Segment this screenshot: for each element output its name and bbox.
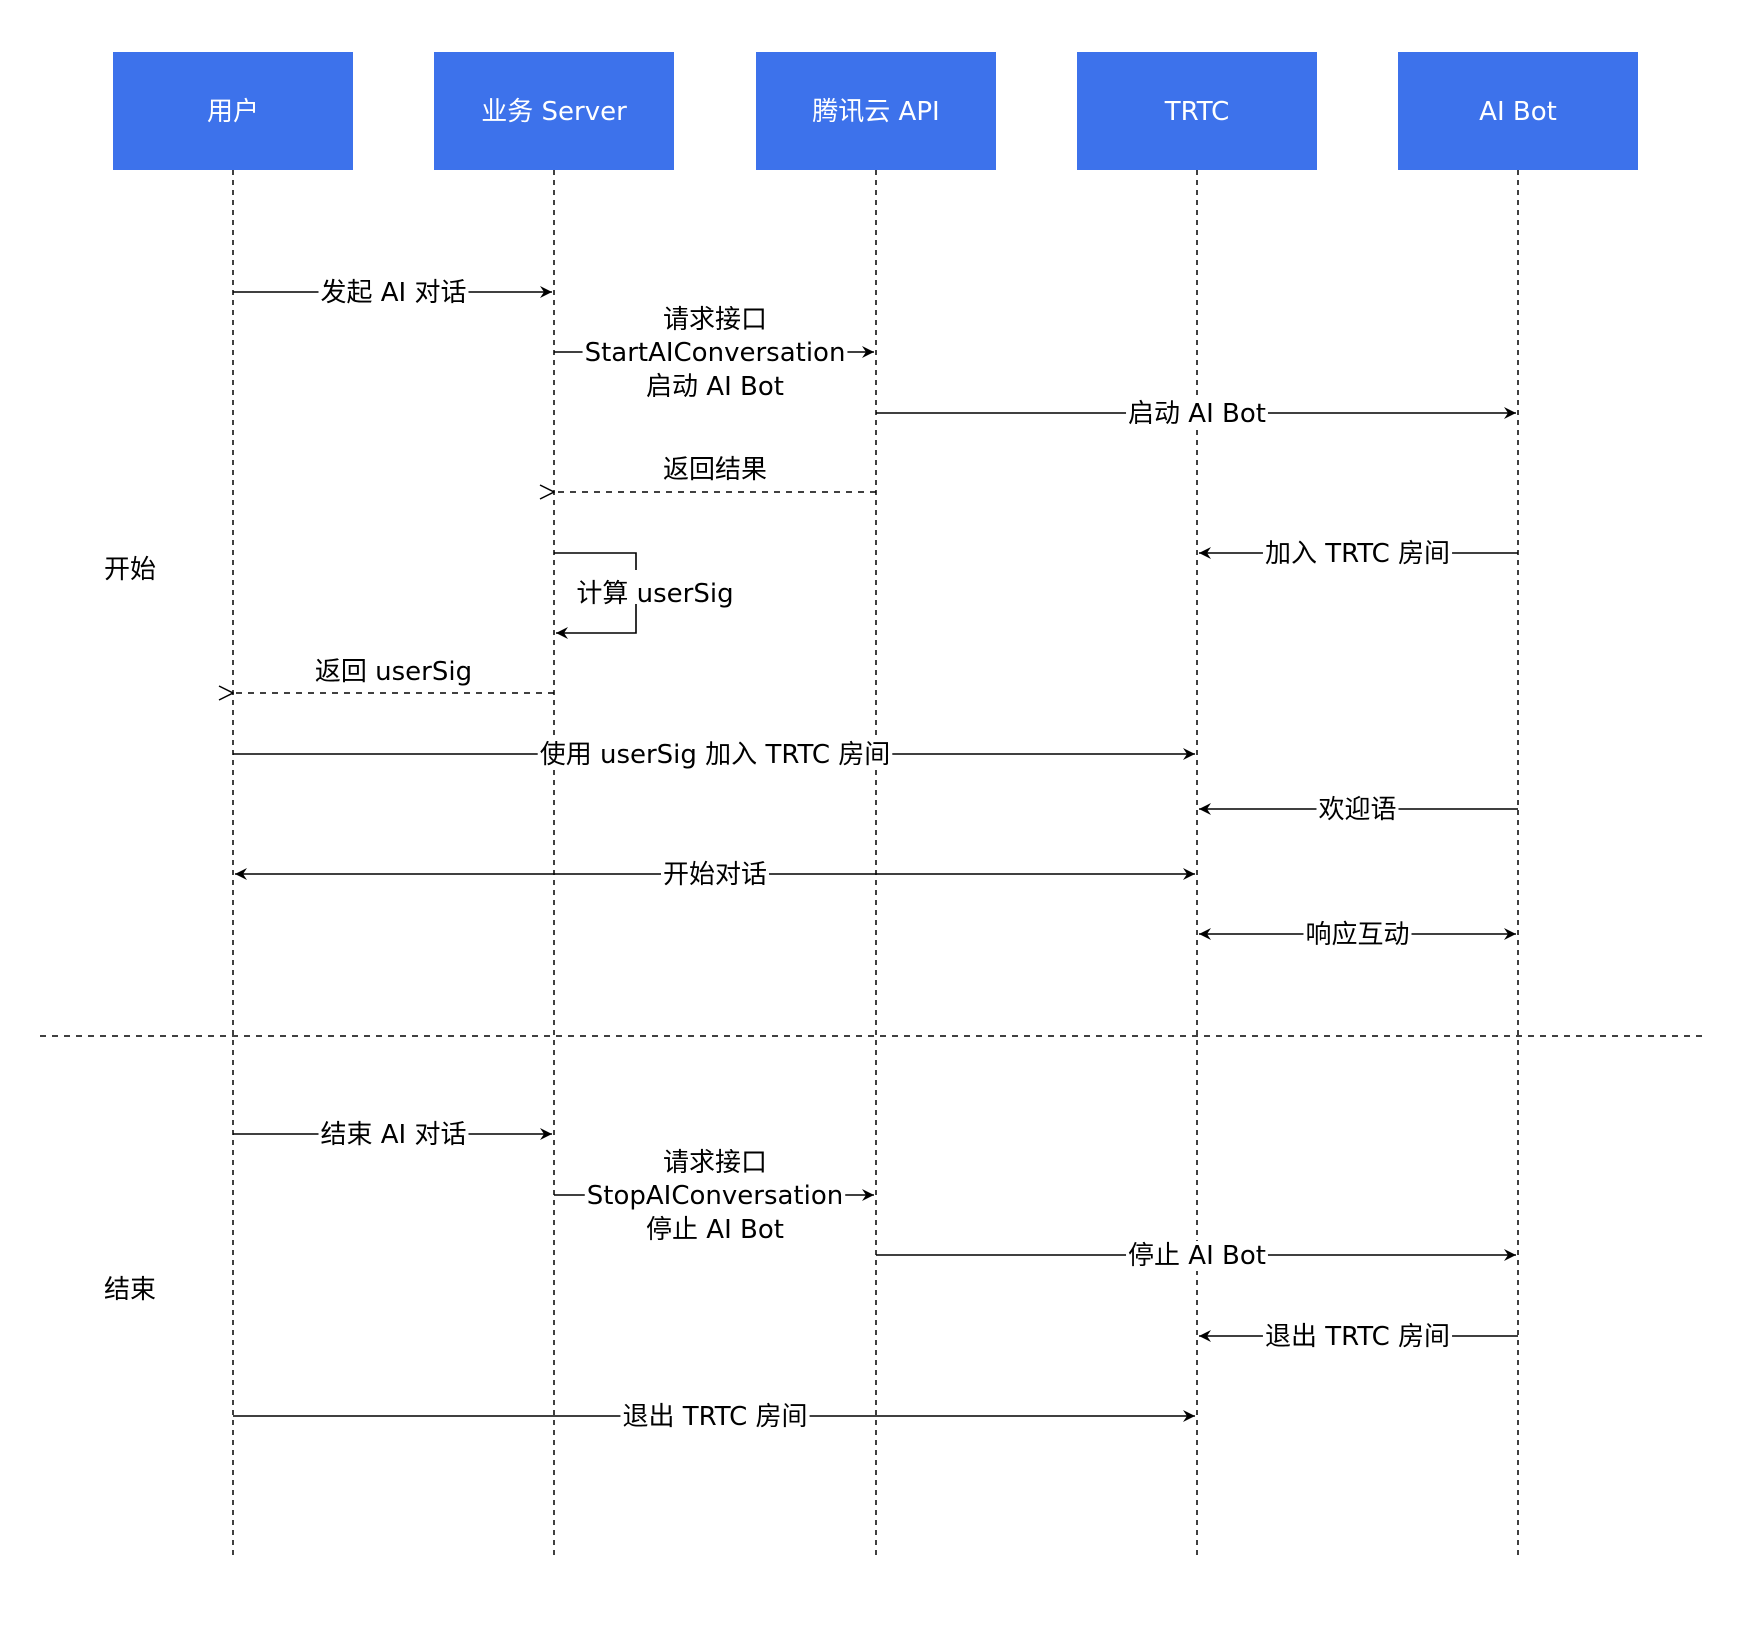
message-label: 启动 AI Bot [1128,399,1266,429]
label-background [318,278,469,308]
message-label: StartAIConversation [585,338,846,368]
label-background [660,455,770,485]
message-label: 使用 userSig 加入 TRTC 房间 [540,740,891,770]
label-background [312,657,475,687]
participant-label-api: 腾讯云 API [812,97,939,127]
label-background [1126,399,1268,429]
message-m8: 使用 userSig 加入 TRTC 房间 [233,740,1195,770]
message-m11: 响应互动 [1199,920,1516,950]
message-label: 停止 AI Bot [646,1215,784,1245]
label-background [660,305,770,335]
participant-label-server: 业务 Server [481,97,627,127]
message-label: StopAIConversation [587,1181,843,1211]
message-label: 发起 AI 对话 [321,278,467,308]
message-label: 返回 userSig [315,657,472,687]
label-background [537,740,893,770]
label-background [1303,920,1412,950]
label-background [644,1215,786,1245]
message-m9: 欢迎语 [1199,795,1518,825]
message-label: 启动 AI Bot [646,372,784,402]
label-background [1316,795,1399,825]
message-label: 停止 AI Bot [1128,1241,1266,1271]
message-m3: 启动 AI Bot [876,399,1516,429]
message-m16: 退出 TRTC 房间 [233,1402,1195,1432]
message-m5: 加入 TRTC 房间 [1199,539,1518,569]
message-m14: 停止 AI Bot [876,1241,1516,1271]
message-m7: 返回 userSig [233,657,554,693]
participant-box-trtc [1077,52,1317,170]
message-label: 加入 TRTC 房间 [1265,539,1450,569]
message-label: 开始对话 [663,860,767,890]
label-background [318,1120,469,1150]
message-m1: 发起 AI 对话 [233,278,552,308]
participant-label-user: 用户 [207,97,259,127]
message-label: 请求接口 [663,305,767,335]
participant-box-server [434,52,674,170]
participant-box-bot [1398,52,1638,170]
message-label: 返回结果 [663,455,767,485]
message-m12: 结束 AI 对话 [233,1120,552,1150]
label-background [1126,1241,1268,1271]
label-background [660,860,770,890]
participant-label-bot: AI Bot [1479,97,1557,127]
message-label: 退出 TRTC 房间 [622,1402,807,1432]
label-background [1262,539,1453,569]
message-m4: 返回结果 [554,455,876,492]
message-m6: 计算 userSig [554,552,748,639]
message-label: 退出 TRTC 房间 [1265,1322,1450,1352]
message-label: 计算 userSig [576,579,733,609]
participant-label-trtc: TRTC [1164,97,1230,127]
message-label: 欢迎语 [1318,795,1396,825]
label-background [582,338,848,368]
message-label: 请求接口 [663,1148,767,1178]
message-m10: 开始对话 [235,860,1195,890]
participant-box-api [756,52,996,170]
message-label: 结束 AI 对话 [321,1120,467,1150]
message-label: 响应互动 [1305,920,1409,950]
participant-box-user [113,52,353,170]
section-label-end: 结束 [104,1275,156,1305]
label-background [578,570,748,604]
label-background [620,1402,810,1432]
label-background [1262,1322,1453,1352]
message-m15: 退出 TRTC 房间 [1199,1322,1518,1352]
label-background [644,372,786,402]
label-background [660,1148,770,1178]
section-label-start: 开始 [104,555,156,585]
label-background [584,1181,846,1211]
